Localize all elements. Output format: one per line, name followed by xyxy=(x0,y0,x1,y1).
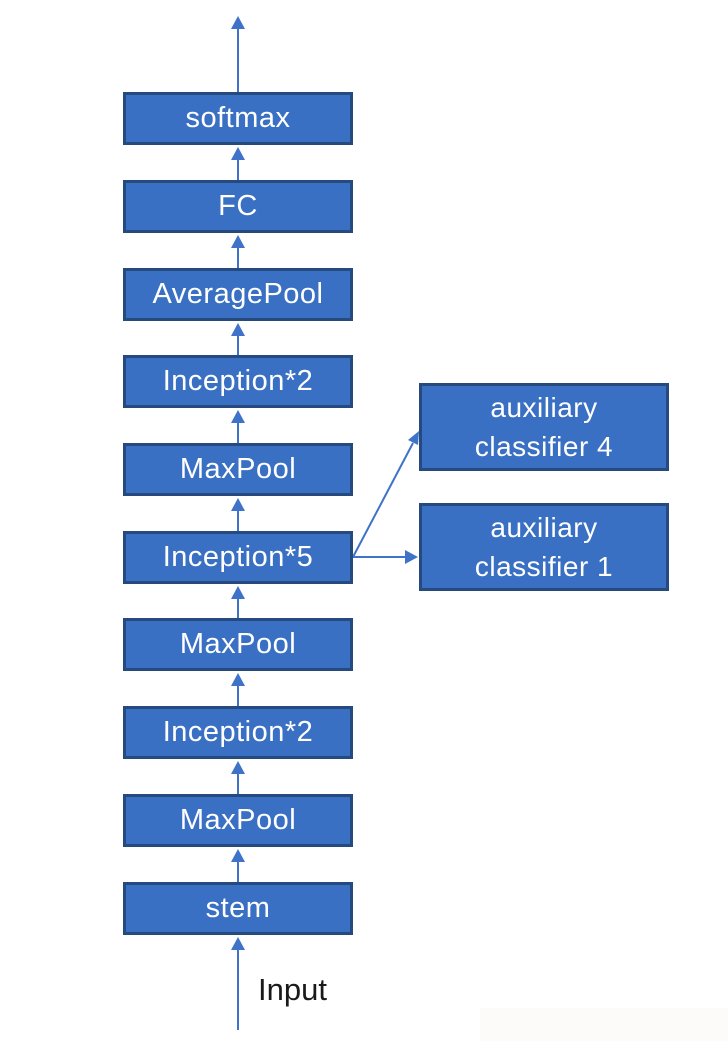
node-label: softmax xyxy=(185,102,291,134)
input-label: Input xyxy=(258,972,327,1007)
node-auxiliary-classifier-4: auxiliary classifier 4 xyxy=(419,383,669,471)
arrow-averagepool-to-fc xyxy=(231,235,245,268)
node-label: stem xyxy=(205,892,271,924)
arrow-inception5-to-aux4 xyxy=(352,431,419,558)
node-fc: FC xyxy=(123,180,353,233)
node-auxiliary-classifier-1: auxiliary classifier 1 xyxy=(419,503,669,591)
node-label: MaxPool xyxy=(179,453,297,485)
arrow-stem-to-maxpool xyxy=(231,849,245,882)
node-label: MaxPool xyxy=(179,628,297,660)
node-softmax: softmax xyxy=(123,92,353,145)
node-maxpool-lower: MaxPool xyxy=(123,794,353,847)
node-averagepool: AveragePool xyxy=(123,268,353,321)
node-label: MaxPool xyxy=(179,804,297,836)
arrow-maxpool-to-inception2-lower xyxy=(231,761,245,794)
arrow-input-to-stem xyxy=(231,937,245,1030)
aux-label-line1: auxiliary xyxy=(490,392,598,423)
background-artifact xyxy=(480,1008,728,1041)
arrow-inception2-to-maxpool xyxy=(231,673,245,706)
arrow-softmax-output xyxy=(231,16,245,92)
node-label: FC xyxy=(218,190,258,222)
node-label: Inception*2 xyxy=(162,365,314,397)
arrow-inception5-to-maxpool xyxy=(231,498,245,531)
arrow-fc-to-softmax xyxy=(231,147,245,180)
node-inception5: Inception*5 xyxy=(123,531,353,584)
node-inception2-lower: Inception*2 xyxy=(123,706,353,759)
node-label: Inception*5 xyxy=(162,541,314,573)
node-label: Inception*2 xyxy=(162,716,314,748)
node-label: AveragePool xyxy=(152,278,324,310)
arrow-maxpool-to-inception5 xyxy=(231,586,245,618)
node-maxpool-middle: MaxPool xyxy=(123,618,353,671)
aux-label-line1: auxiliary xyxy=(490,512,598,543)
aux-label-line2: classifier 1 xyxy=(474,551,614,582)
arrow-inception2-to-averagepool xyxy=(231,323,245,355)
arrow-maxpool-to-inception2 xyxy=(231,410,245,443)
node-inception2-upper: Inception*2 xyxy=(123,355,353,408)
node-maxpool-upper: MaxPool xyxy=(123,443,353,496)
arrow-inception5-to-aux1 xyxy=(353,550,418,564)
node-stem: stem xyxy=(123,882,353,935)
aux-label-line2: classifier 4 xyxy=(474,431,614,462)
